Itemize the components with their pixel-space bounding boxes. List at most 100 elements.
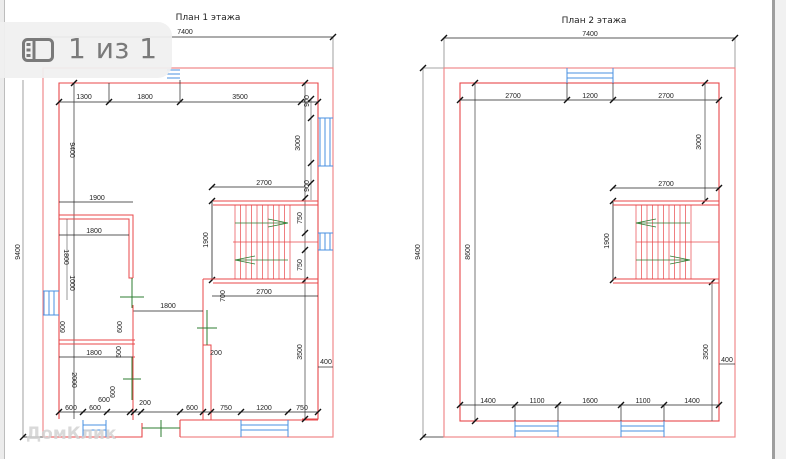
window [620,421,665,437]
dimension-tick [419,64,427,72]
dimension-ticks [55,98,322,106]
dim-door-partition: 200 [210,350,222,357]
inner-wall [459,82,720,422]
dim-top-2: 1200 [582,93,598,100]
dim-bottom-9: 750 [296,405,308,412]
dim-stair-right-2: 750 [297,259,304,271]
dim-bottom-4: 600 [110,386,117,398]
dim-right-3: 900 [304,180,311,192]
dimension-tick [471,417,479,425]
page-indicator[interactable]: 1 из 1 [0,22,172,78]
dim-top-2: 1800 [137,94,153,101]
viewer-left-edge [0,0,5,459]
dimension-ticks [301,79,315,423]
dim-left-h3: 600 [60,321,67,333]
dim-bottom-3: 1600 [582,398,598,405]
dim-right-bottom: 3500 [703,344,710,360]
watermark-logo: ДомКлик [26,424,117,444]
dim-right-2: 3000 [295,135,302,151]
dimension-tick [208,276,216,284]
dimension-ticks [456,401,723,409]
dim-right-top: 3000 [696,134,703,150]
dim-overall-height: 9400 [415,244,422,260]
dim-left-h2: 1000 [68,275,75,291]
dimension-tick [70,79,78,87]
window [318,232,333,251]
dim-bottom-5: 1400 [684,398,700,405]
dim-top-3: 2700 [658,93,674,100]
window [514,421,559,437]
left-room [59,214,135,420]
dimension-ticks [55,408,322,416]
dim-bottom-1: 600 [65,405,77,412]
extension-lines [514,405,665,421]
dimension-tick [440,34,448,42]
dim-bottom-8: 1200 [256,405,272,412]
window [318,117,333,167]
dim-bottom-2: 1100 [529,398,544,405]
dim-top-3: 3500 [232,94,248,101]
dimension-tick [708,278,716,286]
staircase [203,200,318,284]
partition-wall [203,344,212,420]
window [240,420,289,437]
dim-right-1: 900 [304,95,311,107]
dim-corridor: 1800 [160,303,176,310]
viewer-scrollbar[interactable] [772,0,786,459]
page-indicator-text: 1 из 1 [68,32,158,65]
dim-top-1: 2700 [505,93,521,100]
dim-stair-width: 2700 [658,181,674,188]
floor-2-plan: План 2 этажа 7400 9400 8600 [415,16,739,441]
dim-stair-right-1: 750 [297,212,304,224]
floor-1-plan: План 1 этажа 7400 9400 [15,13,337,441]
floor-2-title: План 2 этажа [562,16,627,26]
dim-bottom-6: 600 [186,405,198,412]
dimension-tick [701,79,709,87]
staircase [613,200,719,284]
dim-bottom-5: 200 [139,400,151,407]
dim-bottom-7: 750 [220,405,232,412]
dimension-tick [731,34,739,42]
dim-top-1: 1300 [76,94,92,101]
dim-inner-height: 9400 [68,142,75,158]
dim-bottom-3: 600 [98,397,110,404]
dimension-tick [208,183,216,191]
dim-left-h5: 500 [116,346,123,358]
dimension-tick [715,184,723,192]
dim-overall-width: 7400 [177,29,193,36]
dim-lower-step: 700 [220,290,227,302]
dim-wall-right: 400 [320,359,332,366]
dimension-tick [19,433,27,441]
dimension-tick [419,433,427,441]
dim-left-h4: 600 [117,321,124,333]
dim-left-bottom: 1800 [86,350,102,357]
dim-inner-height: 8600 [465,244,472,260]
dimension-tick [609,276,617,284]
window [566,68,614,83]
dim-bottom-4: 1100 [635,398,650,405]
dim-bottom-2: 600 [89,405,101,412]
dim-stair-height: 1900 [203,232,210,248]
dim-lower-right-width: 2700 [256,289,272,296]
dim-stair-width: 2700 [256,180,272,187]
dim-stair-height: 1900 [604,233,611,249]
dimension-ticks [456,96,723,104]
floor-1-title: План 1 этажа [176,13,241,23]
dim-left-h1: 1800 [62,249,69,265]
dim-left-h6: 2000 [70,372,77,388]
sidebar-panel-icon [22,38,54,62]
window [43,290,59,316]
dimension-tick [471,79,479,87]
dim-wall-right: 400 [721,357,733,364]
dim-bottom-1: 1400 [480,398,496,405]
door-axis [120,278,217,437]
inner-wall [58,82,319,420]
outer-wall [42,67,334,438]
dim-lower-right-height: 3500 [297,344,304,360]
dim-left-room-inner: 1800 [86,228,102,235]
dimension-tick [609,184,617,192]
dim-left-room-outer: 1900 [89,195,105,202]
dim-overall-width: 7400 [582,31,598,38]
dimension-tick [208,197,216,205]
